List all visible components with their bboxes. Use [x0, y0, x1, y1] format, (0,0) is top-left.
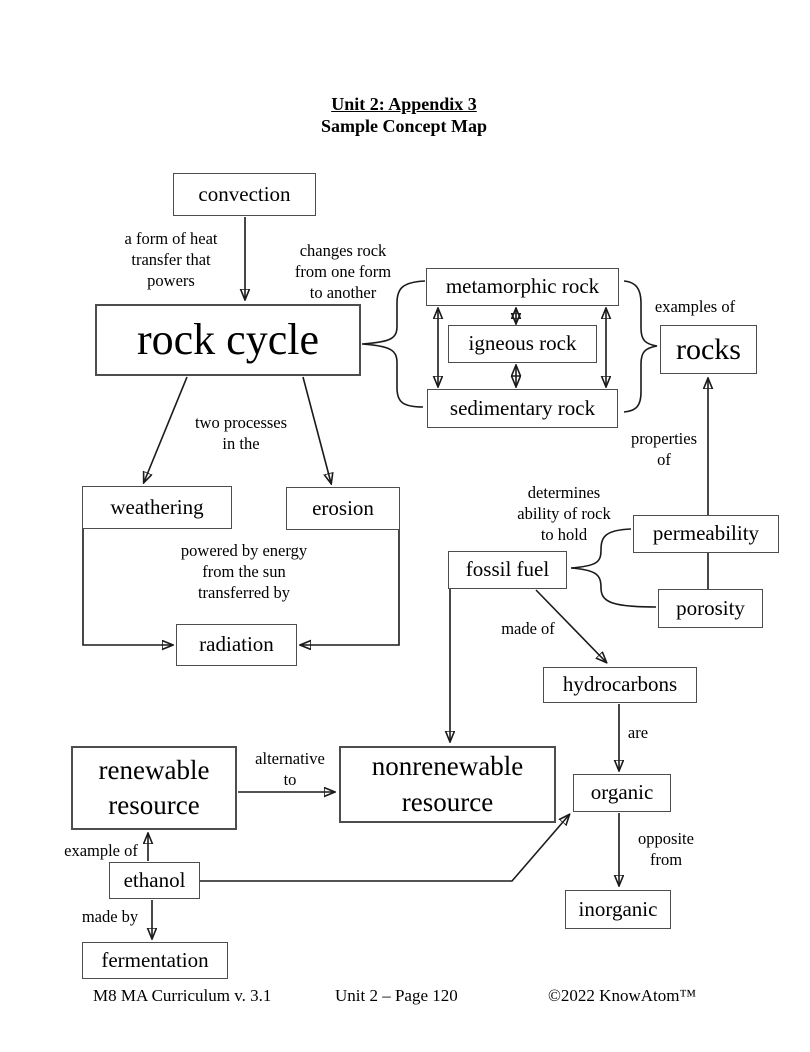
- footer-page-number: Unit 2 – Page 120: [335, 986, 458, 1005]
- node-renewable-resource: renewable resource: [71, 746, 237, 830]
- label-opposite-from: opposite from: [638, 829, 694, 870]
- page-title-line1: Unit 2: Appendix 3: [331, 94, 477, 114]
- node-convection: convection: [173, 173, 316, 216]
- node-radiation: radiation: [176, 624, 297, 666]
- node-porosity: porosity: [658, 589, 763, 628]
- node-permeability: permeability: [633, 515, 779, 553]
- node-organic: organic: [573, 774, 671, 812]
- footer-curriculum-version: M8 MA Curriculum v. 3.1: [93, 986, 272, 1005]
- label-two-processes: two processes in the: [194, 413, 288, 454]
- node-sedimentary-rock: sedimentary rock: [427, 389, 618, 428]
- page-title-line2: Sample Concept Map: [321, 116, 487, 136]
- arrow-rock-cycle-to-erosion: [302, 376, 331, 483]
- brace-cluster-rocks: [623, 280, 658, 413]
- node-weathering: weathering: [82, 486, 232, 529]
- node-fermentation: fermentation: [82, 942, 228, 979]
- label-examples-of: examples of: [654, 297, 736, 316]
- node-igneous-rock: igneous rock: [448, 325, 597, 363]
- node-rock-cycle: rock cycle: [95, 304, 361, 376]
- node-rocks: rocks: [660, 325, 757, 374]
- label-alternative-to: alternative to: [255, 749, 325, 790]
- arrow-rock-cycle-to-weathering: [144, 376, 188, 482]
- arrow-weathering-to-radiation: [82, 529, 172, 645]
- node-ethanol: ethanol: [109, 862, 200, 899]
- label-determines: determines ability of rock to hold: [517, 483, 611, 545]
- node-inorganic: inorganic: [565, 890, 671, 929]
- label-example-of: example of: [64, 841, 138, 860]
- node-erosion: erosion: [286, 487, 400, 530]
- label-powered-by: powered by energy from the sun transferr…: [180, 541, 308, 603]
- footer-copyright: ©2022 KnowAtom™: [548, 986, 697, 1005]
- label-made-of: made of: [501, 619, 555, 638]
- label-heat-transfer: a form of heat transfer that powers: [124, 229, 218, 291]
- node-fossil-fuel: fossil fuel: [448, 551, 567, 589]
- node-metamorphic-rock: metamorphic rock: [426, 268, 619, 306]
- node-nonrenewable-resource: nonrenewable resource: [339, 746, 556, 823]
- label-properties-of: properties of: [631, 429, 697, 470]
- label-made-by: made by: [81, 907, 139, 926]
- arrow-erosion-to-radiation: [301, 530, 400, 645]
- label-are: are: [627, 723, 649, 742]
- arrow-ethanol-to-organic: [200, 815, 569, 882]
- node-hydrocarbons: hydrocarbons: [543, 667, 697, 703]
- label-changes-rock: changes rock from one form to another: [294, 241, 392, 303]
